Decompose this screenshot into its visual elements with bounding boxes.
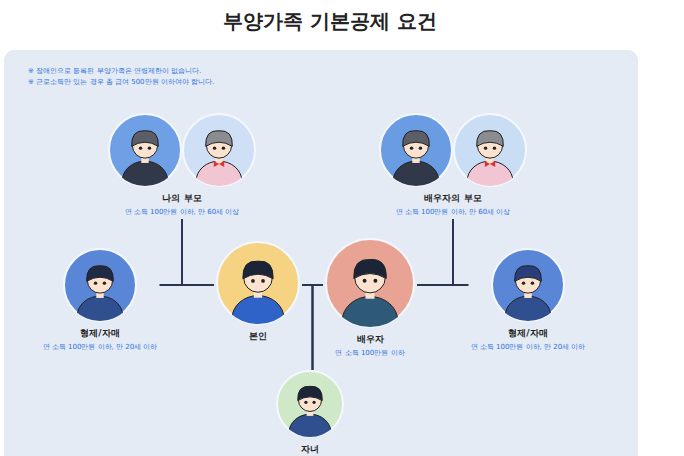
person-node: 배우자의 부모연 소득 100만원 이하, 만 60세 이상 — [377, 113, 529, 217]
person-avatar — [491, 248, 565, 322]
condition-text: 연 소득 100만원 이하, 만 20세 이하 — [471, 342, 586, 352]
person-avatar — [453, 113, 527, 187]
condition-text: 연 소득 100만원 이하, 만 60세 이상 — [396, 207, 511, 217]
family-connector — [302, 285, 313, 370]
avatar-group — [216, 241, 300, 325]
diagram-title: 부양가족 기본공제 요건 — [0, 8, 660, 35]
person-avatar — [182, 113, 256, 187]
family-connector — [160, 219, 183, 285]
avatar-group — [63, 248, 137, 322]
person-avatar — [216, 241, 300, 325]
person-avatar — [276, 370, 344, 438]
person-label: 형제/자매 — [80, 327, 119, 339]
person-avatar — [379, 113, 453, 187]
person-label: 자녀 — [301, 443, 319, 455]
person-node: 본인 — [214, 241, 302, 342]
avatar-group — [379, 113, 527, 187]
avatar-group — [491, 248, 565, 322]
condition-text: 연 소득 100만원 이하, 만 60세 이상 — [125, 207, 240, 217]
person-label: 배우자의 부모 — [424, 192, 481, 204]
person-node: 자녀 — [274, 370, 346, 455]
person-node: 나의 부모연 소득 100만원 이하, 만 60세 이상 — [106, 113, 258, 217]
person-avatar — [63, 248, 137, 322]
person-avatar — [108, 113, 182, 187]
person-node: 배우자연 소득 100만원 이하 — [323, 238, 417, 358]
person-label: 형제/자매 — [508, 327, 547, 339]
person-label: 본인 — [249, 330, 267, 342]
person-label: 배우자 — [357, 333, 384, 345]
person-node: 형제/자매연 소득 100만원 이하, 만 20세 이하 — [469, 248, 588, 352]
condition-text: 연 소득 100만원 이하 — [335, 348, 404, 358]
note-text: ※ 장애인으로 등록된 부양가족은 연령제한이 없습니다. — [28, 66, 201, 76]
note-text: ※ 근로소득만 있는 경우 총 급여 500만원 이하여야 합니다. — [28, 77, 214, 87]
family-connector — [453, 219, 469, 285]
family-connector — [182, 219, 214, 285]
family-connector — [417, 219, 453, 285]
condition-text: 연 소득 100만원 이하, 만 20세 이하 — [43, 342, 158, 352]
avatar-group — [108, 113, 256, 187]
family-connector — [313, 285, 324, 370]
person-avatar — [325, 238, 415, 328]
person-node: 형제/자매연 소득 100만원 이하, 만 20세 이하 — [41, 248, 160, 352]
avatar-group — [325, 238, 415, 328]
avatar-group — [276, 370, 344, 438]
person-label: 나의 부모 — [162, 192, 201, 204]
